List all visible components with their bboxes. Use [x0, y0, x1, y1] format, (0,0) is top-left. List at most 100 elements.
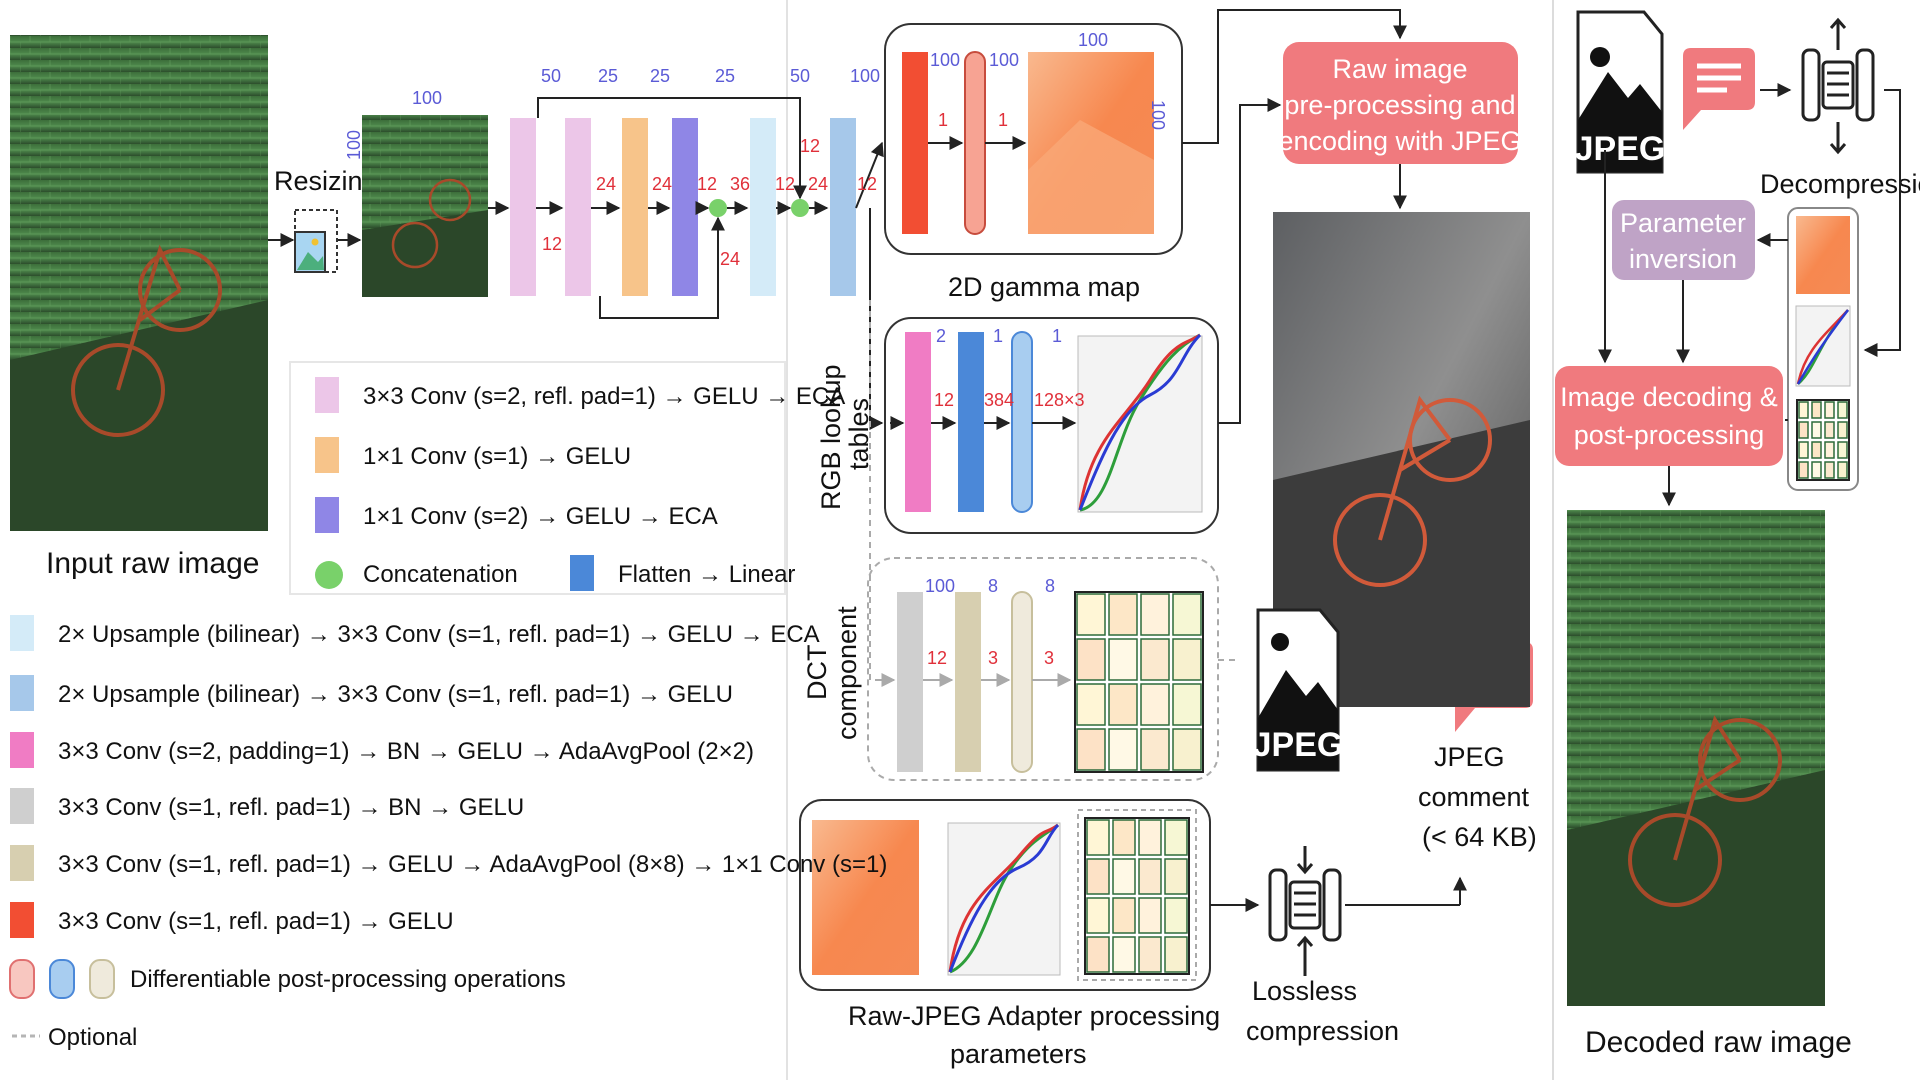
concat-node-1: [709, 199, 727, 217]
dim-d3b: 3: [1044, 648, 1054, 668]
dim-d8a: 8: [988, 576, 998, 596]
flow-arrow: [855, 141, 884, 209]
legend-label: 3×3 Conv (s=1, refl. pad=1) → GELU → Ada…: [58, 851, 887, 878]
dct-conv-block: [897, 592, 923, 772]
jpeg-comment-label-2: comment: [1418, 782, 1530, 812]
legend-label: 2× Upsample (bilinear) → 3×3 Conv (s=1, …: [58, 621, 820, 648]
rgb-conv-block: [905, 332, 931, 512]
dim-r1a: 1: [993, 326, 1003, 346]
param-stack-panel: [1787, 207, 1859, 491]
concat-node-2: [791, 199, 809, 217]
legend-label: Flatten → Linear: [618, 561, 795, 588]
encoder-block-4: [672, 118, 698, 296]
jpeg-comment-label: JPEG: [1434, 742, 1505, 772]
legend-label: 1×1 Conv (s=2) → GELU → ECA: [363, 503, 718, 530]
dim-input-h: 100: [344, 130, 364, 160]
compression-icon: [1268, 846, 1342, 976]
legend-swatch: [9, 959, 35, 999]
legend-label: 2× Upsample (bilinear) → 3×3 Conv (s=1, …: [58, 681, 733, 708]
dim-c24a: 24: [596, 174, 616, 194]
dct-diff-block: [1011, 591, 1033, 773]
dim-d3a: 3: [988, 648, 998, 668]
dct-label-2: component: [832, 606, 862, 740]
rgb-diff-block: [1011, 331, 1033, 513]
input-raw-image: [10, 35, 268, 531]
dim-c12b: 12: [697, 174, 717, 194]
dim-r12: 12: [934, 390, 954, 410]
legend-item: 2× Upsample (bilinear) → 3×3 Conv (s=1, …: [10, 675, 733, 711]
comment-icon: [1683, 48, 1755, 130]
dim-r384: 384: [984, 390, 1014, 410]
decode-label-2: post-processing: [1574, 420, 1765, 450]
legend-swatch: [10, 845, 34, 881]
legend-swatch: [315, 497, 339, 533]
param-inv-label-1: Parameter: [1620, 208, 1746, 238]
adapter-params-label-2: parameters: [950, 1039, 1087, 1069]
legend-swatch: [315, 437, 339, 473]
dim-r128: 128×3: [1034, 390, 1085, 410]
legend-item: 3×3 Conv (s=2, refl. pad=1) → GELU → ECA: [315, 377, 845, 413]
param-stack-gamma: [1796, 216, 1850, 294]
raw-preprocess-label-3: encoding with JPEG: [1278, 126, 1521, 156]
encoder-block-3: [622, 118, 648, 296]
skip-connection-1: [537, 97, 807, 200]
dim-d8b: 8: [1045, 576, 1055, 596]
decode-label-1: Image decoding &: [1560, 382, 1778, 412]
dim-c24c: 24: [720, 249, 740, 269]
rgb-lut-panel: [884, 317, 1219, 534]
legend-swatch: [89, 959, 115, 999]
gamma-map-label: 2D gamma map: [948, 272, 1140, 302]
dim-b1: 50: [541, 66, 561, 86]
adapter-params-panel: [799, 799, 1211, 991]
dim-g1b: 1: [998, 110, 1008, 130]
dim-b2: 25: [598, 66, 618, 86]
raw-preprocess-box: [1283, 42, 1518, 164]
dim-d100: 100: [925, 576, 955, 596]
legend-label: Concatenation: [363, 561, 518, 588]
decompression-icon: [1801, 17, 1875, 155]
legend-label: Optional: [48, 1024, 137, 1051]
dim-c12c: 12: [775, 174, 795, 194]
legend-item: 2× Upsample (bilinear) → 3×3 Conv (s=1, …: [10, 615, 820, 651]
resizing-label: Resizing: [274, 166, 378, 196]
dim-c12a: 12: [542, 234, 562, 254]
param-gamma-map: [812, 820, 919, 975]
dim-g100d: 100: [1148, 100, 1168, 130]
jpeg-file-text-2: JPEG: [1575, 130, 1666, 168]
dim-g1a: 1: [938, 110, 948, 130]
legend-box: [289, 361, 786, 595]
image-icon: [294, 209, 338, 273]
legend-swatch: [570, 555, 594, 591]
dim-c36: 36: [730, 174, 750, 194]
lossless-label: Lossless: [1252, 976, 1357, 1006]
dim-r1b: 1: [1052, 326, 1062, 346]
encoder-block-1: [510, 118, 536, 296]
param-stack-dct-grid: [1796, 399, 1850, 481]
jpeg-file-text: JPEG: [1253, 726, 1344, 764]
legend-swatch: [49, 959, 75, 999]
dim-b6: 100: [850, 66, 880, 86]
gamma-map-panel: [884, 23, 1183, 255]
rgb-curves: [1077, 335, 1203, 513]
legend-swatch: [10, 902, 34, 938]
legend-label: 3×3 Conv (s=1, refl. pad=1) → BN → GELU: [58, 794, 524, 821]
lut-branch: [869, 208, 884, 430]
dim-b5: 50: [790, 66, 810, 86]
legend-label: 3×3 Conv (s=1, refl. pad=1) → GELU: [58, 908, 454, 935]
encoder-block-2: [565, 118, 591, 296]
resized-image: [362, 115, 488, 297]
legend-swatch: [10, 615, 34, 651]
dct-panel: [867, 557, 1219, 781]
lossless-label-2: compression: [1246, 1016, 1399, 1046]
jpeg-file-icon: [1576, 10, 1664, 174]
legend-swatch: [10, 732, 34, 768]
legend-item: Concatenation: [315, 561, 518, 589]
legend-swatch: [315, 377, 339, 413]
legend-item: 3×3 Conv (s=2, padding=1) → BN → GELU → …: [10, 732, 754, 768]
rgb-linear-block: [958, 332, 984, 512]
legend-item: 3×3 Conv (s=1, refl. pad=1) → GELU → Ada…: [10, 845, 887, 881]
legend-swatch: [10, 675, 34, 711]
legend-item: 1×1 Conv (s=2) → GELU → ECA: [315, 497, 718, 533]
